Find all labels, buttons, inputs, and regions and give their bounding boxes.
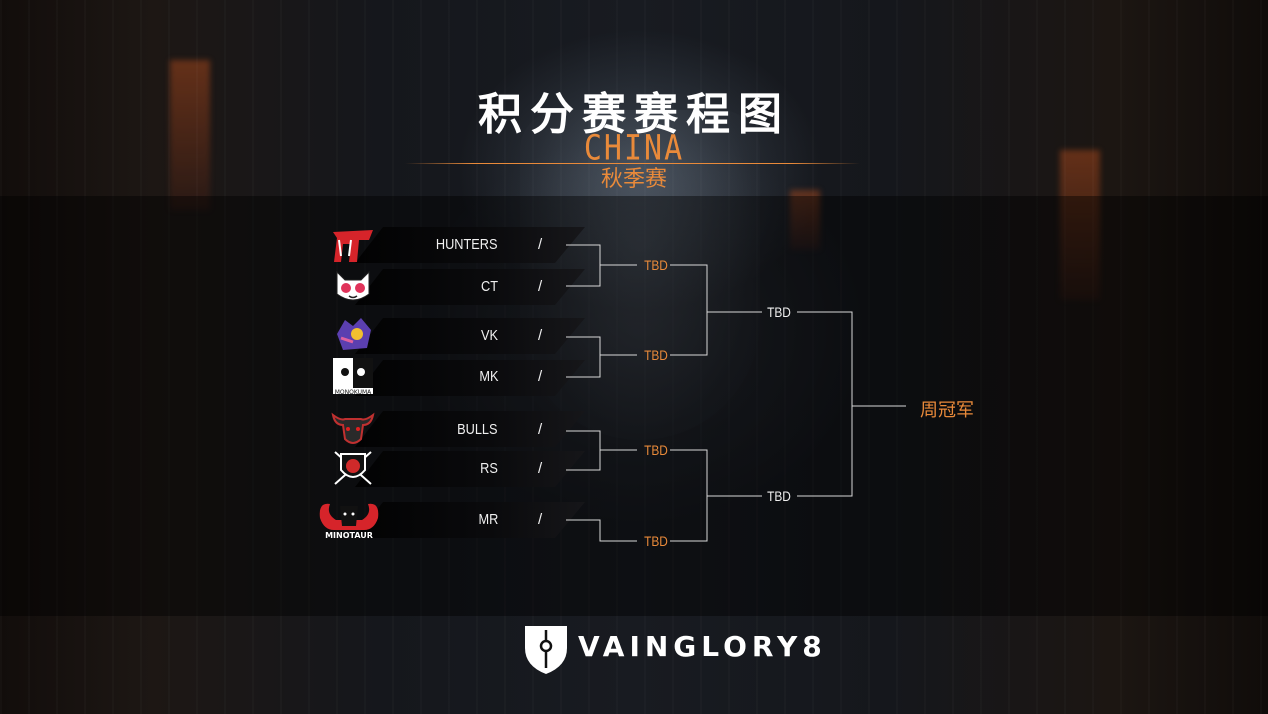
team-name-ct: CT — [481, 278, 498, 295]
background-window-light — [790, 190, 820, 250]
bracket-r2-slot-4: TBD — [644, 533, 668, 549]
bracket-semi-slot-1: TBD — [767, 304, 791, 320]
vk-logo-icon — [337, 318, 371, 350]
team-name-hunters: HUNTERS — [436, 236, 498, 253]
bracket-r2-slot-1: TBD — [644, 257, 668, 273]
team-score-vk: / — [538, 327, 543, 344]
monokuma-logo-icon: MONOKUMA — [333, 358, 373, 396]
monokuma-logo-text: MONOKUMA — [335, 389, 372, 396]
background-window-light — [1060, 150, 1100, 300]
bracket-r2-slot-3: TBD — [644, 442, 668, 458]
team-score-rs: / — [538, 460, 543, 477]
team-name-bulls: BULLS — [457, 421, 498, 438]
team-row-bg — [355, 502, 585, 538]
hunters-logo-icon — [333, 230, 373, 262]
team-score-mk: / — [538, 368, 543, 385]
team-score-bulls: / — [538, 421, 543, 438]
team-row-bg — [355, 360, 585, 396]
bull-logo-icon — [331, 412, 375, 444]
champion-label: 周冠军 — [920, 400, 974, 421]
background-window-light — [170, 60, 210, 210]
region-label: CHINA — [583, 128, 685, 169]
footer-brand: VAINGLORY8 — [578, 630, 827, 663]
team-name-mr: MR — [478, 511, 498, 528]
team-row-bg — [355, 411, 585, 447]
team-row-bg — [355, 451, 585, 487]
title-divider — [405, 163, 860, 164]
content-band — [0, 196, 1268, 616]
minotaur-logo-text: MINOTAUR — [325, 531, 373, 540]
team-score-hunters: / — [538, 236, 543, 253]
team-score-mr: / — [538, 511, 543, 528]
vainglory-shield-icon — [525, 626, 567, 674]
team-name-mk: MK — [478, 368, 498, 385]
page-title: 积分赛赛程图 — [478, 89, 790, 140]
cat-logo-icon — [336, 270, 370, 301]
minotaur-logo-icon: MINOTAUR — [319, 503, 379, 540]
season-label: 秋季赛 — [600, 167, 667, 192]
rose-shield-logo-icon — [334, 451, 372, 485]
team-row-bg — [355, 318, 585, 354]
team-score-ct: / — [538, 278, 543, 295]
team-row-bg — [355, 269, 585, 305]
bracket-semi-slot-2: TBD — [767, 488, 791, 504]
team-row-bg — [355, 227, 585, 263]
team-name-rs: RS — [480, 460, 498, 477]
team-name-vk: VK — [480, 327, 498, 344]
bracket-r2-slot-2: TBD — [644, 347, 668, 363]
